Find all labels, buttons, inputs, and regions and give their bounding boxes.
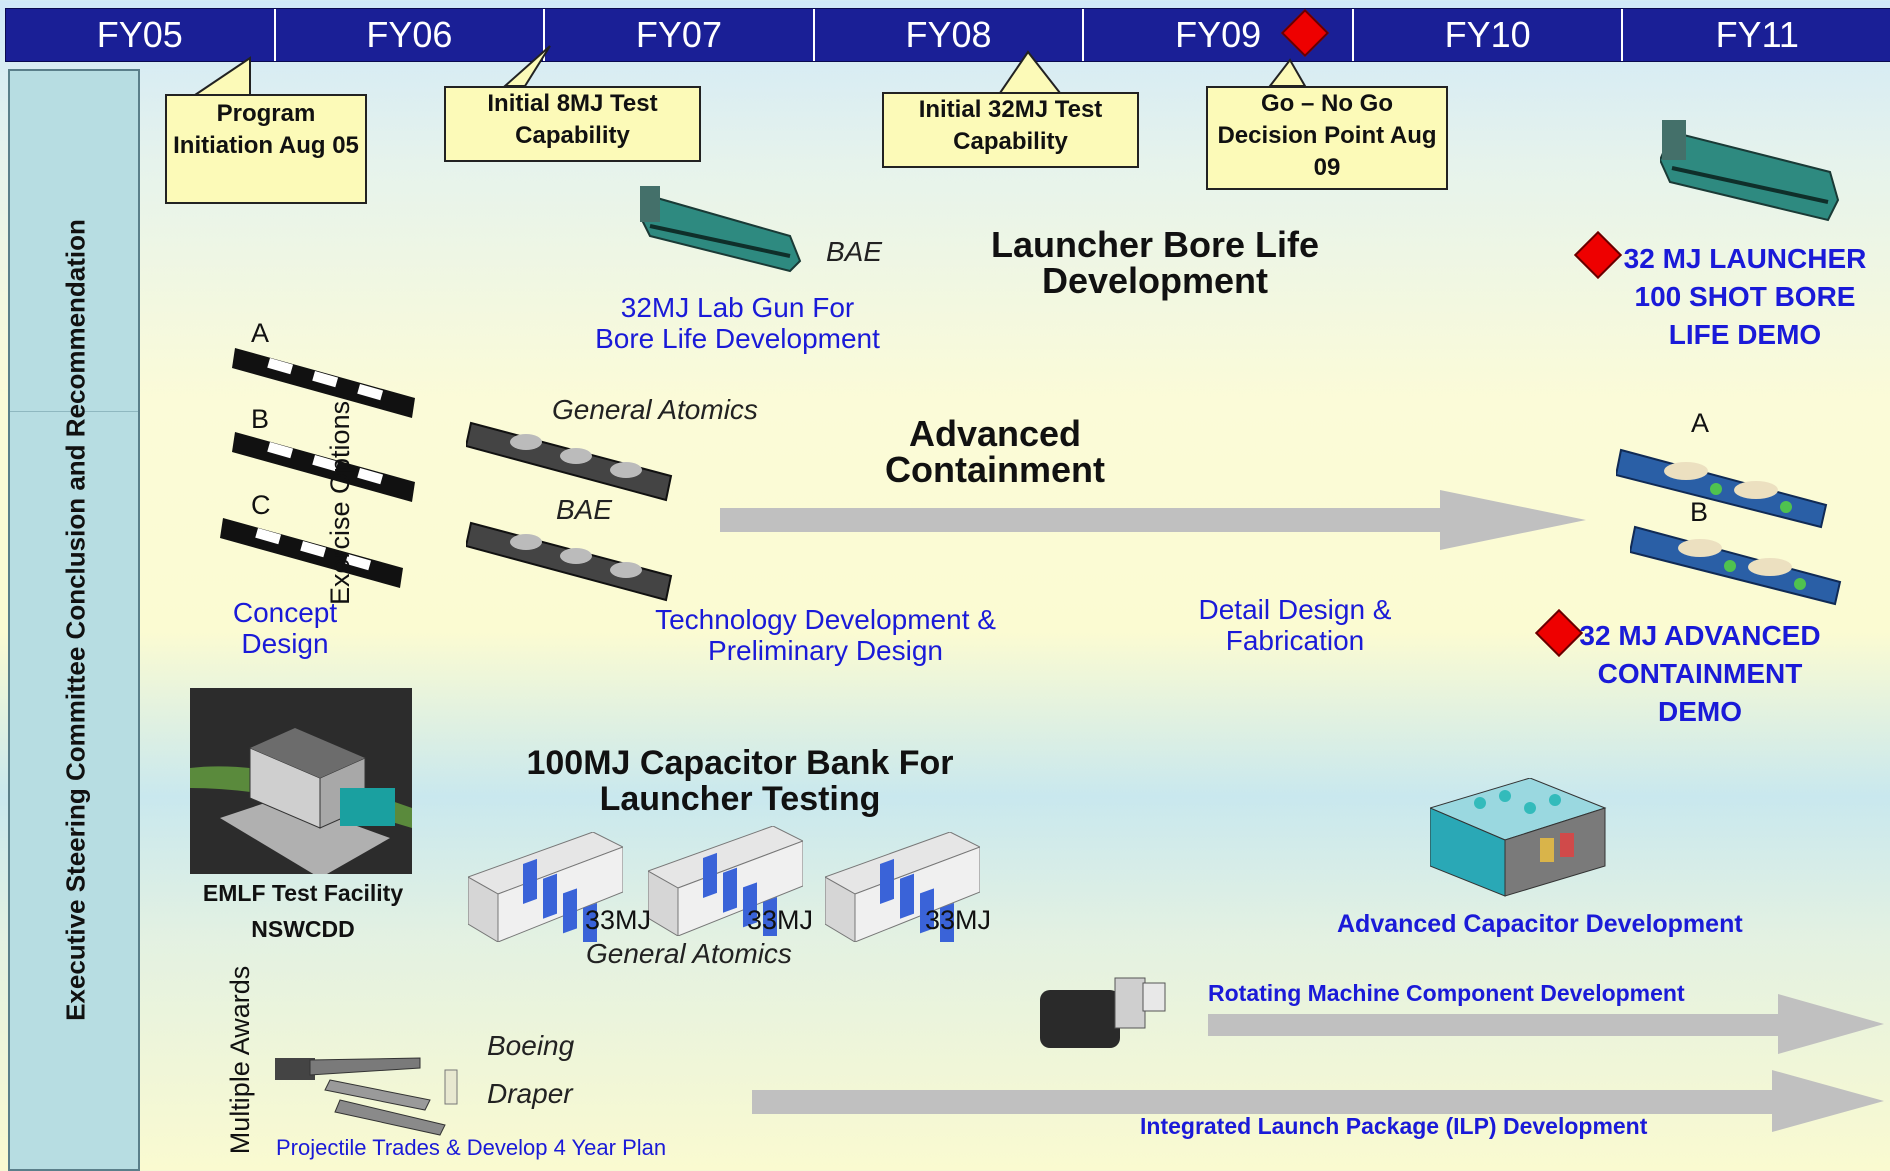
tech-development-label: Technology Development & Preliminary Des… xyxy=(655,604,996,666)
option-c-label: C xyxy=(251,490,271,520)
adv-option-a-label: A xyxy=(1691,408,1710,438)
year-fy07: FY07 xyxy=(545,9,815,61)
containment-vendor-bae: BAE xyxy=(556,494,613,525)
executive-steering-label: Executive Steering Committee Conclusion … xyxy=(60,219,91,1021)
capacitor-bank-2-image xyxy=(648,826,803,936)
containment-vendor-ga: General Atomics xyxy=(552,394,758,425)
year-fy06: FY06 xyxy=(276,9,546,61)
multiple-awards-label: Multiple Awards xyxy=(225,965,255,1155)
initial-8mj-callout: Initial 8MJ Test Capability xyxy=(444,86,701,162)
adv-containment-b-image xyxy=(1630,525,1842,606)
ilp-arrow xyxy=(752,1070,1884,1132)
projectile-vendor-boeing: Boeing xyxy=(487,1030,575,1061)
capacitor-bank-1-image xyxy=(468,832,623,942)
go-no-go-callout: Go – No Go Decision Point Aug 09 xyxy=(1206,86,1448,190)
bore-life-demo-label: 32 MJ LAUNCHER 100 SHOT BORE LIFE DEMO xyxy=(1623,243,1867,350)
concept-launcher-b-image xyxy=(232,432,415,502)
rotating-machine-image xyxy=(1040,977,1166,1048)
option-a-label: A xyxy=(251,318,270,348)
containment-demo-label: 32 MJ ADVANCED CONTAINMENT DEMO xyxy=(1579,620,1821,727)
launcher-bore-title: Launcher Bore Life Development xyxy=(990,224,1320,301)
fiscal-year-timeline: FY05 FY06 FY07 FY08 FY09 FY10 FY11 xyxy=(5,8,1890,62)
year-fy11: FY11 xyxy=(1715,14,1799,55)
concept-design-label: Concept Design xyxy=(232,597,338,659)
rotating-machine-label: Rotating Machine Component Development xyxy=(1208,980,1685,1006)
concept-launcher-a-image xyxy=(232,348,415,418)
initial-32mj-callout: Initial 32MJ Test Capability xyxy=(882,92,1139,168)
projectile-vendor-draper: Draper xyxy=(487,1078,573,1109)
rotating-machine-arrow xyxy=(1208,994,1884,1054)
lab-gun-label: 32MJ Lab Gun For Bore Life Development xyxy=(595,292,880,354)
exercise-options-label: Exercise Options xyxy=(325,400,355,605)
detail-design-label: Detail Design & Fabrication xyxy=(1198,594,1392,656)
containment-arrow xyxy=(720,490,1586,550)
bore-demo-gun-image xyxy=(1660,120,1840,222)
bank-3-energy: 33MJ xyxy=(925,905,992,935)
advanced-capacitor-label: Advanced Capacitor Development xyxy=(1337,910,1743,938)
capacitor-bank-3-image xyxy=(825,832,980,942)
bank-2-energy: 33MJ xyxy=(747,905,814,935)
program-initiation-callout: Program Initiation Aug 05 xyxy=(165,94,367,204)
ga-launcher-image xyxy=(466,421,673,502)
year-fy10: FY10 xyxy=(1354,9,1624,61)
bore-life-demo-milestone xyxy=(1573,230,1623,280)
adv-option-b-label: B xyxy=(1690,497,1709,527)
adv-containment-a-image xyxy=(1616,448,1828,529)
projectile-trades-label: Projectile Trades & Develop 4 Year Plan xyxy=(276,1135,667,1160)
facility-label: EMLF Test Facility xyxy=(202,880,404,906)
bore-vendor-label: BAE xyxy=(826,236,883,267)
advanced-containment-title: Advanced Containment xyxy=(885,413,1105,490)
year-fy09: FY09 xyxy=(1084,9,1354,61)
projectile-image xyxy=(275,1057,458,1136)
advanced-capacitor-image xyxy=(1430,778,1607,897)
executive-steering-panel xyxy=(8,69,140,1171)
test-facility-image xyxy=(190,688,412,874)
year-fy08: FY08 xyxy=(815,9,1085,61)
option-b-label: B xyxy=(251,404,270,434)
year-fy05: FY05 xyxy=(6,9,276,61)
bank-1-energy: 33MJ xyxy=(585,905,652,935)
bae-launcher-image xyxy=(466,521,673,602)
facility-site-label: NSWCDD xyxy=(251,916,355,942)
capacitor-vendor-label: General Atomics xyxy=(586,938,792,969)
lab-gun-image xyxy=(640,186,802,273)
capacitor-bank-title: 100MJ Capacitor Bank For Launcher Testin… xyxy=(526,744,954,818)
concept-launcher-c-image xyxy=(220,518,403,588)
ilp-label: Integrated Launch Package (ILP) Developm… xyxy=(1140,1113,1648,1139)
